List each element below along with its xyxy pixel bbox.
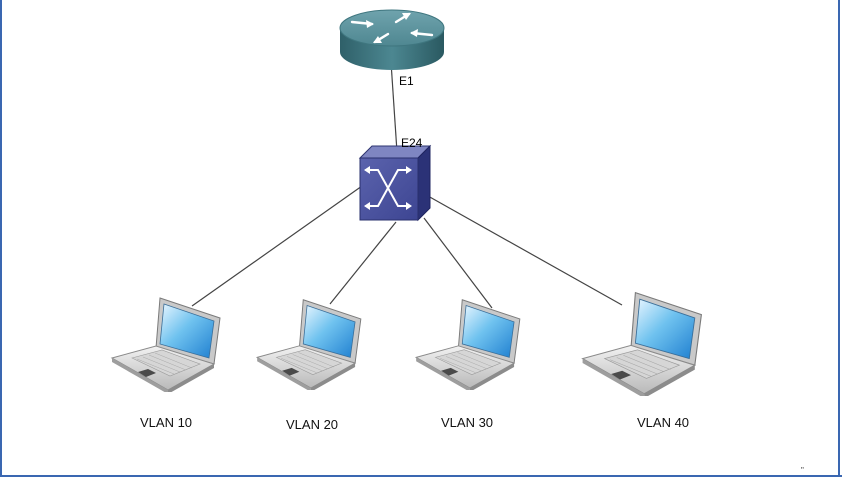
laptop-vlan-10-icon <box>111 297 221 392</box>
laptop-vlan-30-icon <box>415 299 521 390</box>
link-switch-vlan20 <box>329 221 397 305</box>
frame-bottom-border <box>0 475 842 477</box>
link-switch-vlan10 <box>191 185 363 307</box>
link-switch-vlan40 <box>427 195 623 306</box>
switch-icon <box>358 144 432 222</box>
frame-left-border <box>0 0 2 477</box>
link-switch-vlan30 <box>423 217 493 309</box>
vlan-40-label: VLAN 40 <box>637 415 690 430</box>
link-router-switch <box>390 61 398 153</box>
router-icon <box>339 9 445 70</box>
laptop-vlan-20-icon <box>256 299 362 390</box>
laptop-vlan-40-icon <box>582 292 702 396</box>
corner-mark: " <box>801 466 804 475</box>
vlan-20-label: VLAN 20 <box>286 417 339 432</box>
vlan-30-label: VLAN 30 <box>441 415 494 430</box>
vlan-10-label: VLAN 10 <box>140 415 193 430</box>
switch-port-label: E24 <box>401 136 423 150</box>
router-port-label: E1 <box>399 74 414 88</box>
links <box>191 61 623 309</box>
frame-right-border <box>838 0 840 477</box>
